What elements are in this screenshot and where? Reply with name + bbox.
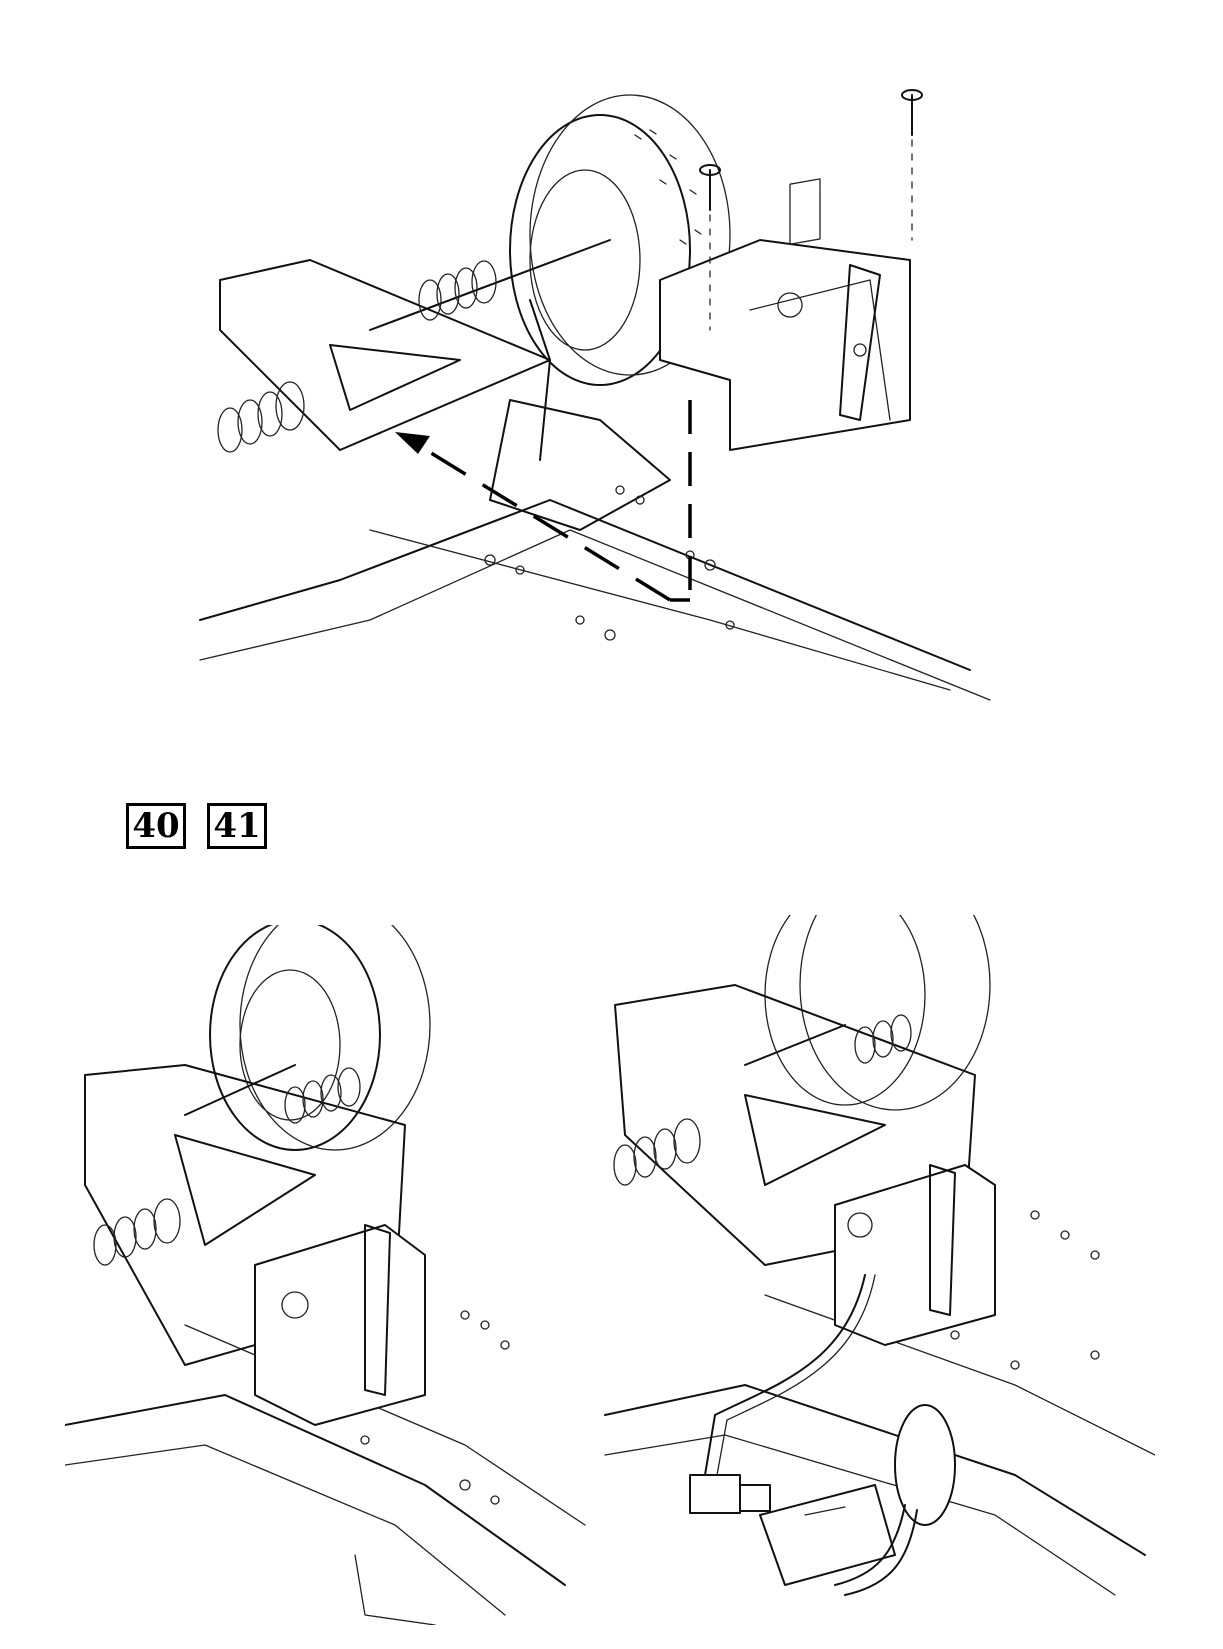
servo-installed-diagram xyxy=(65,925,625,1625)
motor-capacitor xyxy=(834,1404,956,1596)
receiver-box xyxy=(759,1484,896,1586)
servo-unit xyxy=(834,1164,996,1346)
wheel xyxy=(209,925,431,1151)
suspension-spring-left xyxy=(613,1118,701,1186)
screw-left xyxy=(699,164,721,211)
axle xyxy=(369,239,611,331)
servo-slot xyxy=(489,399,671,531)
suspension-spring-left xyxy=(217,381,305,453)
axle xyxy=(184,1064,296,1116)
battery-holder xyxy=(354,1554,436,1625)
screw-right xyxy=(901,89,923,136)
chassis-plate xyxy=(199,499,991,701)
suspension-spring-right xyxy=(854,1014,912,1064)
assembly-arrow xyxy=(395,139,913,602)
servo-unit xyxy=(659,178,911,451)
servo-mounting-diagram xyxy=(190,60,1010,710)
axle xyxy=(744,1024,846,1066)
servo-unit xyxy=(254,1224,426,1426)
servo-wired-diagram xyxy=(595,915,1155,1625)
suspension-spring-right xyxy=(284,1067,361,1124)
chassis-holes xyxy=(360,1310,510,1505)
wheel xyxy=(509,94,731,386)
steering-bracket xyxy=(219,259,551,461)
wheel xyxy=(764,915,991,1111)
connector-plug xyxy=(689,1474,771,1514)
chassis-holes xyxy=(950,1210,1100,1370)
step-number-41: 41 xyxy=(207,803,267,849)
suspension-spring-left xyxy=(93,1198,181,1266)
suspension-spring-right xyxy=(418,260,497,321)
step-number-40: 40 xyxy=(126,803,186,849)
servo-wire xyxy=(704,1274,876,1476)
